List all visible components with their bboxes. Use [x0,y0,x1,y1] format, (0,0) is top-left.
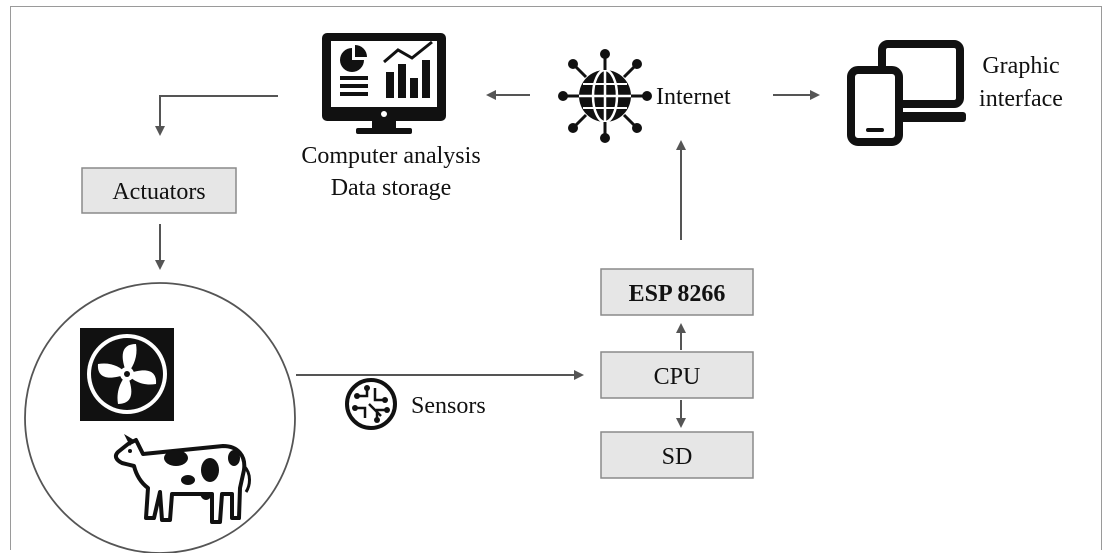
graphic-label: Graphic [982,53,1059,79]
cow-icon [113,434,251,524]
interface-label: interface [979,86,1063,112]
esp-label: ESP 8266 [629,281,726,307]
fan-icon [80,328,174,421]
devices-icon [847,40,966,146]
computer-label: Computer analysis [301,143,480,169]
cpu-box [600,351,754,399]
sensors-label: Sensors [411,393,486,419]
sd-label: SD [662,444,693,470]
internet-label: Internet [656,84,731,110]
cpu-label: CPU [654,364,701,390]
monitor-analytics-icon [322,33,446,134]
actuators-label: Actuators [112,179,205,205]
actuators-box [81,167,237,214]
globe-network-icon [558,49,652,143]
circuit-chip-icon [345,378,397,430]
esp-box [600,268,754,316]
diagram-frame [10,6,1102,550]
storage-label: Data storage [331,175,452,201]
arrow-computer-to-actuators [155,95,278,136]
sd-box [600,431,754,479]
